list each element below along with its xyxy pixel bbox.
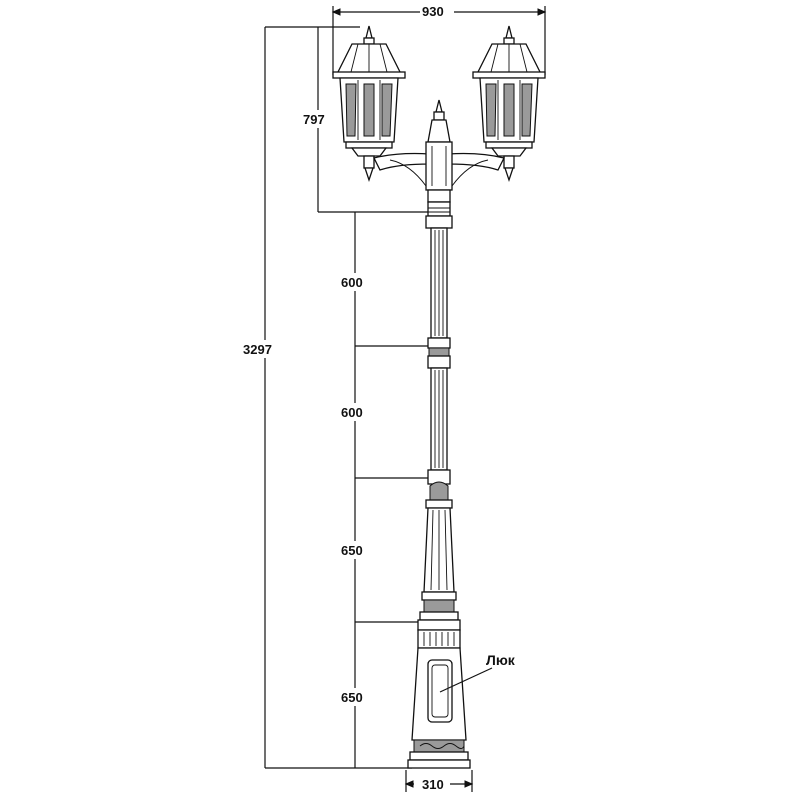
post-base xyxy=(407,619,471,769)
dim-total-height: 3297 xyxy=(243,342,272,357)
left-lantern xyxy=(332,25,406,183)
dim-segment-4: 650 xyxy=(341,690,363,705)
dim-lantern-height: 797 xyxy=(303,112,325,127)
hatch-leader-line xyxy=(439,667,493,693)
dimension-lines xyxy=(264,6,547,792)
hatch-panel xyxy=(427,659,453,723)
hatch-label: Люк xyxy=(486,652,516,668)
post-shaft xyxy=(419,201,459,621)
cross-arm xyxy=(373,99,505,203)
dim-top-width: 930 xyxy=(422,4,444,19)
dim-segment-1: 600 xyxy=(341,275,363,290)
right-lantern xyxy=(472,25,546,183)
dim-base-width: 310 xyxy=(422,777,444,792)
dim-segment-2: 600 xyxy=(341,405,363,420)
dim-segment-3: 650 xyxy=(341,543,363,558)
